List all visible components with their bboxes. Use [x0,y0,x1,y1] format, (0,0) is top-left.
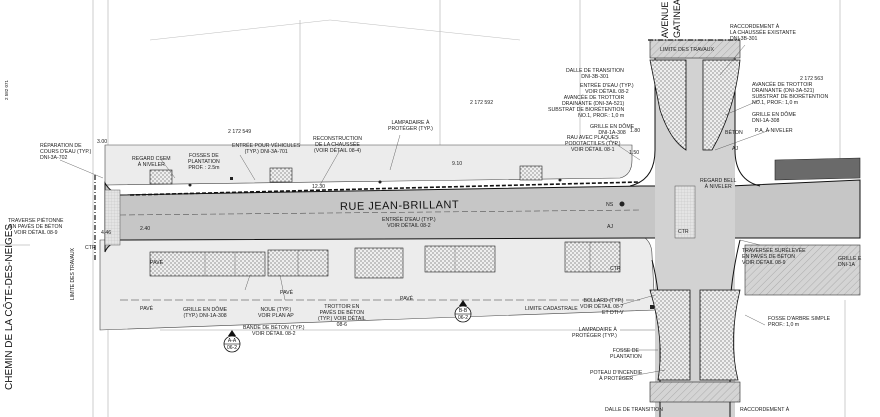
label-limite-cadastrale: LIMITE CADASTRALE [525,306,578,312]
section-a-sheet: 06-2 [226,345,237,351]
main-street-name: RUE JEAN-BRILLANT [339,198,460,214]
label-entree-vehicules: ENTRÉE POUR VÉHICULES (TYP.) DNI-3A-701 [232,143,301,155]
label-poteau-incendie: POTEAU D'INCENDIE À PROTÉGER [590,370,643,382]
label-grille-top-left: GRILLE EN DÔME DNI-1A-308 [590,124,635,136]
label-regard-csem: REGARD CSEM À NIVELER [132,156,171,168]
label-regard-bell: REGARD BELL À NIVELER [700,178,737,190]
label-grille-bottom: GRILLE EN DÔME (TYP.) DNI-1A-308 [183,307,228,319]
east-street-name-2: GATINEA [672,0,682,38]
east-raised-crossing [744,244,861,296]
label-pave-d: PAVÉ [150,260,164,266]
label-dalle-top: DALLE DE TRANSITION DNI-3B-301 [566,68,624,80]
label-ctr-a: CTR [85,245,96,251]
dim-180: 1.80 [630,128,641,134]
section-marker-a [223,330,241,353]
label-entree-eau-mid: ENTRÉE D'EAU (TYP.) VOIR DÉTAIL 08-2 [382,217,436,229]
label-noue: NOUE (TYP.) VOIR PLAN AP [258,307,294,319]
label-raccordement-top: RACCORDEMENT À LA CHAUSSÉE EXISTANTE DNI… [730,24,796,42]
curb-extension-ne [702,59,741,151]
curb-extension-se [699,289,741,381]
section-b-sheet: 06-2 [457,315,468,321]
coord-d: 2 582 071 [4,79,9,100]
label-bande-beton: BANDE DE BÉTON (TYP.) VOIR DÉTAIL 08-2 [243,325,305,337]
label-avancee-right: AVANCÉE DE TROTTOIR DRAINANTE (DNI-3A-52… [752,82,829,106]
label-traverse-right: TRAVERSÉE SURÉLEVÉE EN PAVÉS DE BÉTON VO… [742,248,806,266]
section-b-id: B-B [458,308,468,314]
label-grille-right-edge: GRILLE E DNI-1A [838,256,862,268]
west-street-name: CHEMIN DE LA CÔTE-DES-NEIGES [4,223,15,390]
label-pave-a: PAVÉ [140,306,154,312]
label-grille-top-right: GRILLE EN DÔME DNI-1A-308 [752,112,797,124]
label-avancee-left: AVANCÉE DE TROTTOIR DRAINANTE (DNI-3A-52… [548,95,625,119]
label-bollard: BOLLARD (TYP.) VOIR DÉTAIL 08-7 ET DTI-V [580,298,624,316]
label-lampadaire-top: LAMPADAIRE À PROTÉGER (TYP.) [388,120,433,132]
label-fosses: FOSSES DE PLANTATION PROF. : 2.5m [188,153,220,171]
label-aj-a: AJ [607,224,614,230]
crosswalk-west [104,189,121,246]
dim-150: 1.50 [629,150,640,156]
curb-extension-nw [649,59,687,151]
label-limite-travaux-top: LIMITE DES TRAVAUX [660,47,714,53]
label-pa-niveler: P.A. À NIVELER [755,128,793,134]
label-dalle-bottom: DALLE DE TRANSITION [605,407,663,413]
label-aj-b: AJ [732,146,739,152]
dim-446: 4.46 [101,230,112,236]
section-marker-b [454,300,472,323]
label-reparation: RÉPARATION DE COURS D'EAU (TYP.) DNI-3A-… [40,143,92,161]
label-raccordement-bottom: RACCORDEMENT À [740,407,790,413]
section-a-id: A-A [227,338,237,344]
coord-b: 2 172 563 [800,76,824,82]
label-ns: NS [606,202,614,208]
north-sidewalk [104,144,633,186]
north-planting [149,165,543,185]
crosswalk-east [674,185,696,239]
label-ctr-b: CTR [678,229,689,235]
label-beton: BÉTON [725,130,743,136]
coord-a: 2 172 592 [470,100,494,106]
coord-c: 2 172 549 [228,129,252,135]
transition-slab-bottom [649,381,741,403]
dim-910: 9.10 [452,161,463,167]
dim-240: 2.40 [140,226,151,232]
south-bioswales [149,241,621,279]
curb-extension-sw [649,289,691,381]
label-pave-b: PAVÉ [280,290,294,296]
label-fosse-arbre: FOSSE D'ARBRE SIMPLE PROF.: 1,0 m [768,316,831,328]
label-lampadaire-bottom: LAMPADAIRE À PROTÉGER (TYP.) [572,327,617,339]
leaders [59,44,771,379]
dim-1230: 12.30 [312,184,325,190]
east-street-name-1: AVENUE [660,1,670,38]
label-limite-travaux-left: LIMITE DES TRAVAUX [70,248,76,300]
label-traverse-left: TRAVERSE PIÉTONNE EN PAVÉS DE BÉTON VOIR… [8,218,64,236]
label-ctr-c: CTR [610,266,621,272]
label-fosse-plantation: FOSSE DE PLANTATION [610,348,642,360]
property-lines [0,0,846,417]
dim-300: 3.00 [97,139,108,145]
label-trottoir-paves: TROTTOIR EN PAVÉS DE BÉTON (TYP.) VOIR D… [318,304,366,328]
label-entree-eau-top: ENTRÉE D'EAU (TYP.) VOIR DÉTAIL 08-2 [580,83,634,95]
east-dark-zone [774,157,861,181]
label-rau: RAU AVEC PLAQUES PODOTACTILES (TYP.) VOI… [565,135,621,153]
label-pave-c: PAVÉ [400,296,414,302]
label-reconstruction: RECONSTRUCTION DE LA CHAUSSÉE (VOIR DÉTA… [313,136,362,154]
